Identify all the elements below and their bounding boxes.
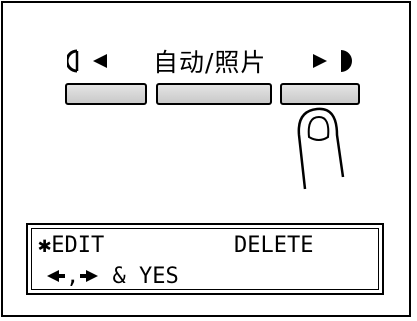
instruction-frame: 自动/照片 ✱EDIT DELETE [1, 1, 411, 317]
mode-label: 自动/照片 [153, 48, 267, 77]
lcd-yes-text: & YES [99, 263, 179, 289]
left-button[interactable] [65, 83, 147, 105]
lcd-delete-label: DELETE [234, 233, 314, 258]
pointing-finger-icon [293, 95, 373, 191]
small-right-arrow-icon [79, 269, 99, 283]
small-left-arrow-icon [46, 269, 66, 283]
right-button[interactable] [280, 83, 360, 105]
darker-arrow-icon [311, 41, 367, 81]
control-row: 自动/照片 [3, 41, 409, 81]
lcd-edit-label: ✱EDIT [38, 233, 105, 258]
lcd-display: ✱EDIT DELETE , & YES [26, 223, 384, 295]
lcd-separator: , [66, 263, 80, 289]
lcd-second-line: , & YES [46, 263, 179, 289]
lcd-inner-border: ✱EDIT DELETE , & YES [31, 228, 379, 290]
center-button[interactable] [156, 83, 272, 105]
lighter-arrow-icon [67, 41, 123, 81]
